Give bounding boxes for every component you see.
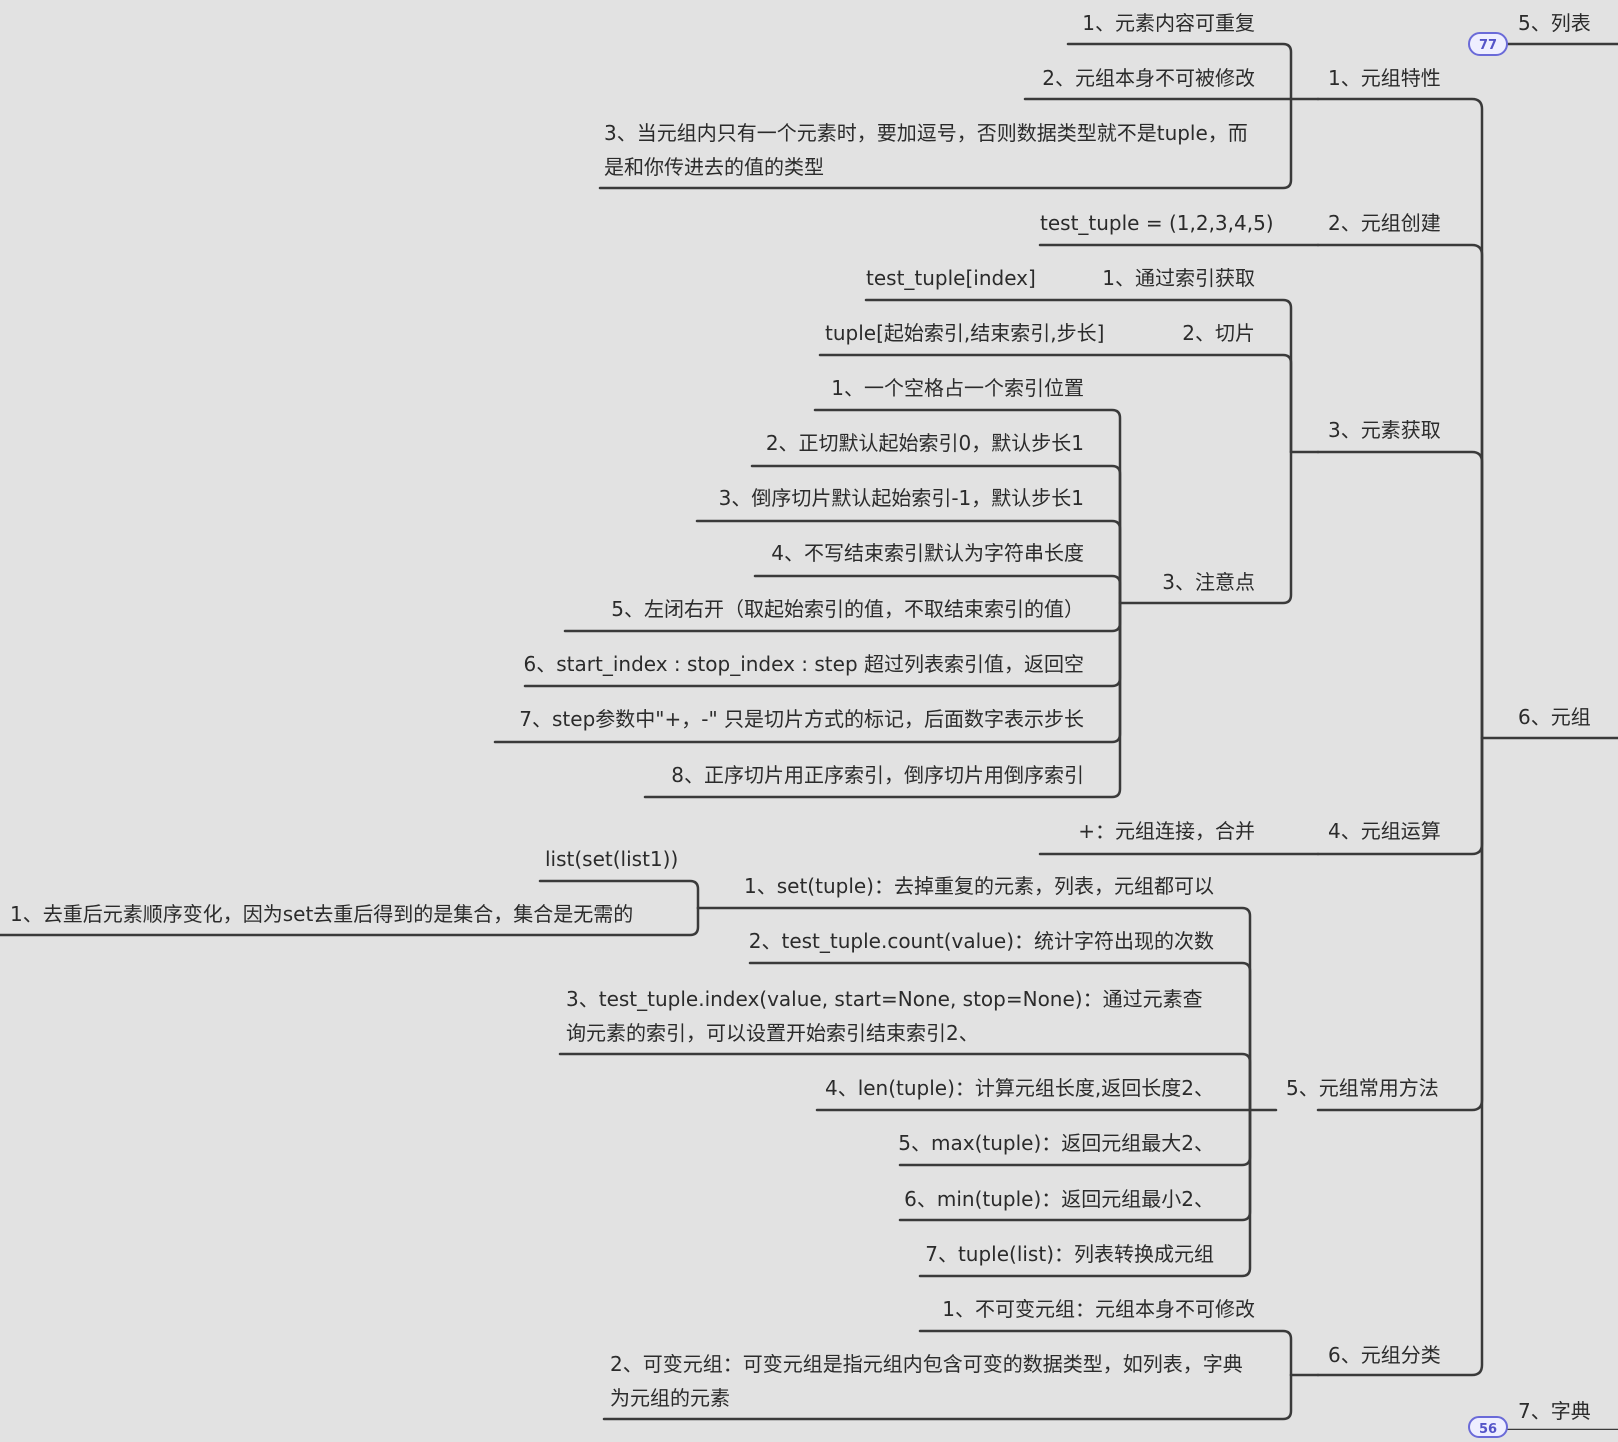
access-bracket-child-1: [818, 353, 1293, 454]
branch-list[interactable]: 5、列表: [1518, 11, 1591, 35]
note-3[interactable]: 3、倒序切片默认起始索引-1，默认步长1: [718, 486, 1084, 510]
note-1[interactable]: 1、一个空格占一个索引位置: [831, 376, 1084, 400]
set-bracket-child-1: [0, 906, 700, 937]
spine-child-4: [1316, 736, 1484, 1112]
node-kinds[interactable]: 6、元组分类: [1328, 1343, 1441, 1367]
notes-bracket-child-2: [695, 519, 1122, 605]
node-create[interactable]: 2、元组创建: [1328, 211, 1441, 235]
set-child-note[interactable]: 1、去重后元素顺序变化，因为set去重后得到的是集合，集合是无需的: [10, 902, 634, 926]
kinds-bracket-child-0: [918, 1329, 1293, 1377]
access-slice-code[interactable]: tuple[起始索引,结束索引,步长]: [825, 321, 1105, 345]
notes-bracket-child-3: [753, 574, 1122, 605]
notes-bracket-child-0: [813, 408, 1122, 605]
method-2[interactable]: 2、test_tuple.count(value)：统计字符出现的次数: [748, 929, 1214, 953]
spine-child-0: [1316, 97, 1484, 740]
features-item-3[interactable]: 3、当元组内只有一个元素时，要加逗号，否则数据类型就不是tuple，而是和你传进…: [604, 121, 1248, 179]
spine-child-1: [1316, 243, 1484, 740]
note-2[interactable]: 2、正切默认起始索引0，默认步长1: [765, 431, 1084, 455]
note-7[interactable]: 7、step参数中"+，-" 只是切片方式的标记，后面数字表示步长: [519, 707, 1084, 731]
set-bracket-child-0: [538, 879, 700, 910]
collapsed-count-badge-dict[interactable]: 56: [1468, 1416, 1508, 1438]
access-notes[interactable]: 3、注意点: [1162, 570, 1255, 594]
create-example[interactable]: test_tuple = (1,2,3,4,5): [1040, 211, 1274, 235]
spine-child-5: [1316, 736, 1484, 1377]
method-1[interactable]: 1、set(tuple)：去掉重复的元素，列表，元组都可以: [744, 874, 1214, 898]
branch-dict[interactable]: 7、字典: [1518, 1399, 1591, 1423]
node-ops[interactable]: 4、元组运算: [1328, 819, 1441, 843]
method-3[interactable]: 3、test_tuple.index(value, start=None, st…: [566, 987, 1203, 1045]
access-by-index-code[interactable]: test_tuple[index]: [866, 266, 1036, 290]
methods-bracket-child-6: [918, 1108, 1252, 1278]
method-7[interactable]: 7、tuple(list)：列表转换成元组: [925, 1242, 1214, 1266]
note-6[interactable]: 6、start_index : stop_index : step 超过列表索引…: [523, 652, 1084, 676]
node-methods[interactable]: 5、元组常用方法: [1286, 1076, 1439, 1100]
note-4[interactable]: 4、不写结束索引默认为字符串长度: [771, 541, 1084, 565]
set-child-code[interactable]: list(set(list1)): [545, 847, 679, 871]
branch-tuple[interactable]: 6、元组: [1518, 705, 1591, 729]
kinds-bracket-child-1: [602, 1373, 1293, 1421]
node-features[interactable]: 1、元组特性: [1328, 66, 1441, 90]
methods-bracket-child-2: [558, 1052, 1252, 1112]
kind-1[interactable]: 1、不可变元组：元组本身不可修改: [942, 1297, 1255, 1321]
method-4[interactable]: 4、len(tuple)：计算元组长度,返回长度2、: [824, 1076, 1214, 1100]
access-slice[interactable]: 2、切片: [1182, 321, 1255, 345]
methods-bracket-child-0: [696, 906, 1252, 1112]
node-access[interactable]: 3、元素获取: [1328, 418, 1441, 442]
access-by-index[interactable]: 1、通过索引获取: [1102, 266, 1255, 290]
notes-bracket-child-7: [643, 601, 1122, 799]
note-8[interactable]: 8、正序切片用正序索引，倒序切片用倒序索引: [671, 763, 1084, 787]
features-bracket-child-0: [1066, 42, 1293, 101]
features-bracket-child-2: [598, 97, 1293, 190]
access-bracket-child-2: [1118, 450, 1293, 605]
features-item-1[interactable]: 1、元素内容可重复: [1082, 11, 1255, 35]
methods-bracket-child-1: [748, 961, 1252, 1112]
access-bracket-child-0: [864, 298, 1293, 454]
spine-child-2: [1316, 450, 1484, 740]
note-5[interactable]: 5、左闭右开（取起始索引的值，不取结束索引的值）: [611, 597, 1084, 621]
method-6[interactable]: 6、min(tuple)：返回元组最小2、: [904, 1187, 1214, 1211]
method-5[interactable]: 5、max(tuple)：返回元组最大2、: [898, 1131, 1214, 1155]
ops-item[interactable]: +：元组连接，合并: [1078, 819, 1255, 843]
collapsed-count-badge-list[interactable]: 77: [1468, 32, 1508, 56]
notes-bracket-child-1: [750, 464, 1122, 605]
kind-2[interactable]: 2、可变元组：可变元组是指元组内包含可变的数据类型，如列表，字典为元组的元素: [610, 1352, 1243, 1410]
features-item-2[interactable]: 2、元组本身不可被修改: [1042, 66, 1255, 90]
